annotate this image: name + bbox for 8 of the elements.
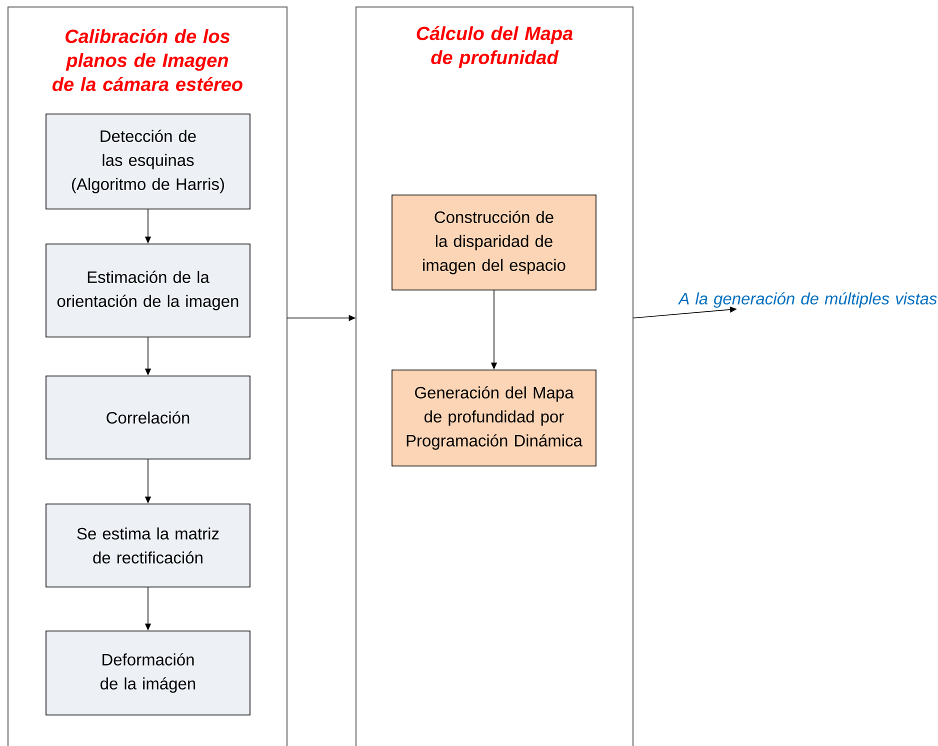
note-text: A la generación de múltiples vistas (678, 292, 937, 308)
process-box: Correlación (46, 376, 250, 460)
process-box: Deformación de la imágen (46, 630, 250, 716)
process-box: Generación del Mapa de profundidad por Programación Dinámica (392, 370, 596, 466)
process-box: Estimación de la orientación de la imagen (46, 244, 250, 338)
process-box: Se estima la matriz de rectificación (46, 504, 250, 588)
process-box: Detección de las esquinas (Algoritmo de Harris) (46, 114, 250, 210)
process-box: Construcción de la disparidad de imagen del espacio (392, 194, 596, 290)
